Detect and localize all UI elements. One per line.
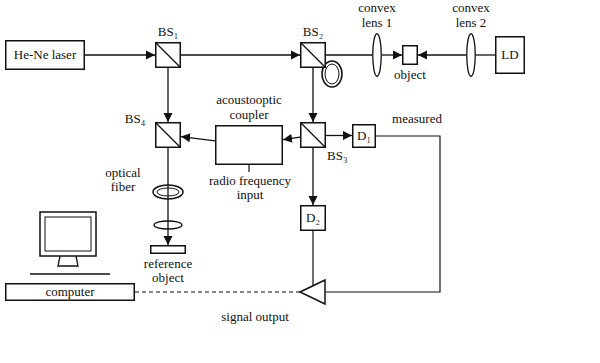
rf-lead [248, 165, 249, 172]
light-beam [167, 68, 168, 122]
annotation-label: optical fiber [95, 166, 151, 195]
signal-wire [325, 136, 440, 292]
component-box: D₁ [352, 124, 376, 148]
light-beam [167, 148, 168, 245]
shape-outline [215, 125, 283, 165]
component-label: BS₁ [148, 25, 188, 39]
light-beam [418, 54, 466, 55]
light-beam [312, 148, 313, 205]
component-label: LD [495, 36, 525, 74]
component-box: reference object [150, 245, 186, 254]
component-box: computer [5, 283, 135, 301]
component-label: BS₄ [117, 112, 153, 126]
light-beam [283, 137, 300, 140]
annotation-label: measured [382, 112, 452, 126]
light-beam [85, 54, 155, 55]
light-beam [476, 54, 495, 55]
component-label: D₂ [300, 205, 326, 231]
component-label: computer [5, 283, 135, 301]
light-beam [382, 54, 402, 55]
monitor [40, 212, 96, 256]
component-box: acoustooptic coupler [215, 125, 283, 165]
lens: convex lens 2 [466, 33, 476, 77]
lens: convex lens 1 [372, 33, 382, 77]
shape-outline [150, 245, 186, 254]
light-beam [181, 54, 300, 55]
shape-outline [466, 33, 476, 77]
shape-outline [155, 122, 181, 148]
light-beam [312, 68, 313, 122]
fiber-coil [325, 64, 339, 84]
component-label: BS₃ [327, 149, 363, 163]
monitor-stand [58, 256, 78, 266]
component-box: D₂ [300, 205, 326, 231]
shape-outline [372, 33, 382, 77]
shape-outline [300, 42, 326, 68]
beam-splitter: BS₄ [155, 122, 181, 148]
component-label: acoustooptic coupler [204, 93, 294, 122]
component-label: D₁ [352, 124, 376, 148]
annotation-label: signal output [200, 310, 310, 324]
component-box: LD [495, 36, 525, 74]
component-box: object [402, 45, 418, 65]
light-beam [181, 137, 215, 141]
component-label: reference object [132, 257, 204, 286]
component-label: convex lens 2 [444, 1, 498, 30]
annotation-label: radio frequency input [206, 174, 294, 203]
beam-splitter: BS₂ [300, 42, 326, 68]
monitor-screen [45, 217, 91, 251]
shape-outline [155, 42, 181, 68]
component-label: BS₂ [293, 25, 333, 39]
beam-splitter: BS₃ [300, 122, 326, 148]
component-label: object [385, 68, 435, 82]
signal-wire [312, 231, 313, 286]
light-beam [326, 135, 352, 136]
keyboard [30, 273, 110, 274]
component-box: He-Ne laser [5, 40, 85, 70]
signal-wire [135, 291, 300, 292]
beam-splitter: BS₁ [155, 42, 181, 68]
shape-outline [300, 122, 326, 148]
light-beam [326, 54, 372, 55]
component-label: convex lens 1 [350, 1, 404, 30]
shape-outline [402, 45, 418, 65]
component-label: He-Ne laser [5, 40, 85, 70]
